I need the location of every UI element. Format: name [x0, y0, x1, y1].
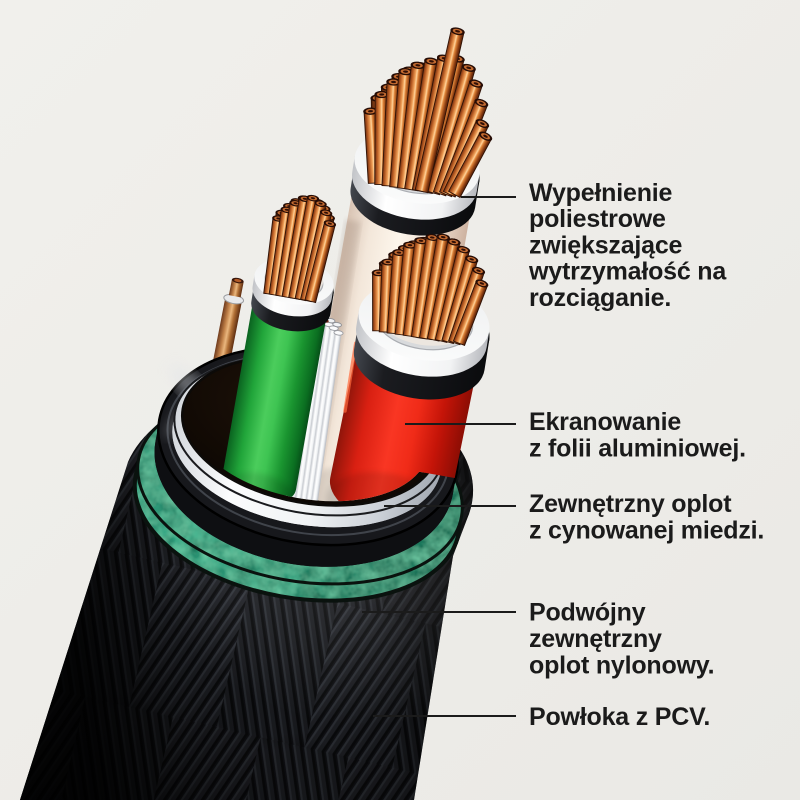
svg-text:Powłoka z PCV.: Powłoka z PCV. — [529, 703, 710, 731]
